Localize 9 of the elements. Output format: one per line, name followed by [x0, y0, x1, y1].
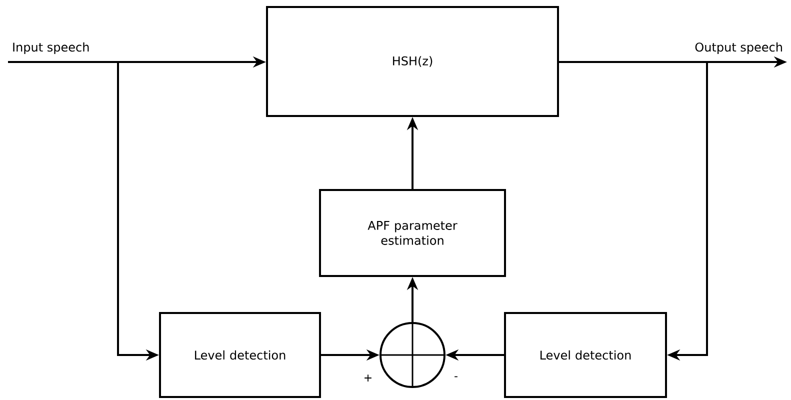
process-box: Level detection — [159, 312, 321, 398]
sign-label: - — [454, 376, 458, 378]
process-box: Level detection — [504, 312, 667, 398]
arrow — [559, 61, 708, 361]
signal-label: Output speech — [695, 42, 782, 54]
signal-label: Input speech — [13, 42, 89, 54]
process-box: APF parameter estimation — [319, 189, 506, 277]
process-box: HSH(z) — [266, 6, 559, 117]
summing-junction — [378, 321, 446, 389]
